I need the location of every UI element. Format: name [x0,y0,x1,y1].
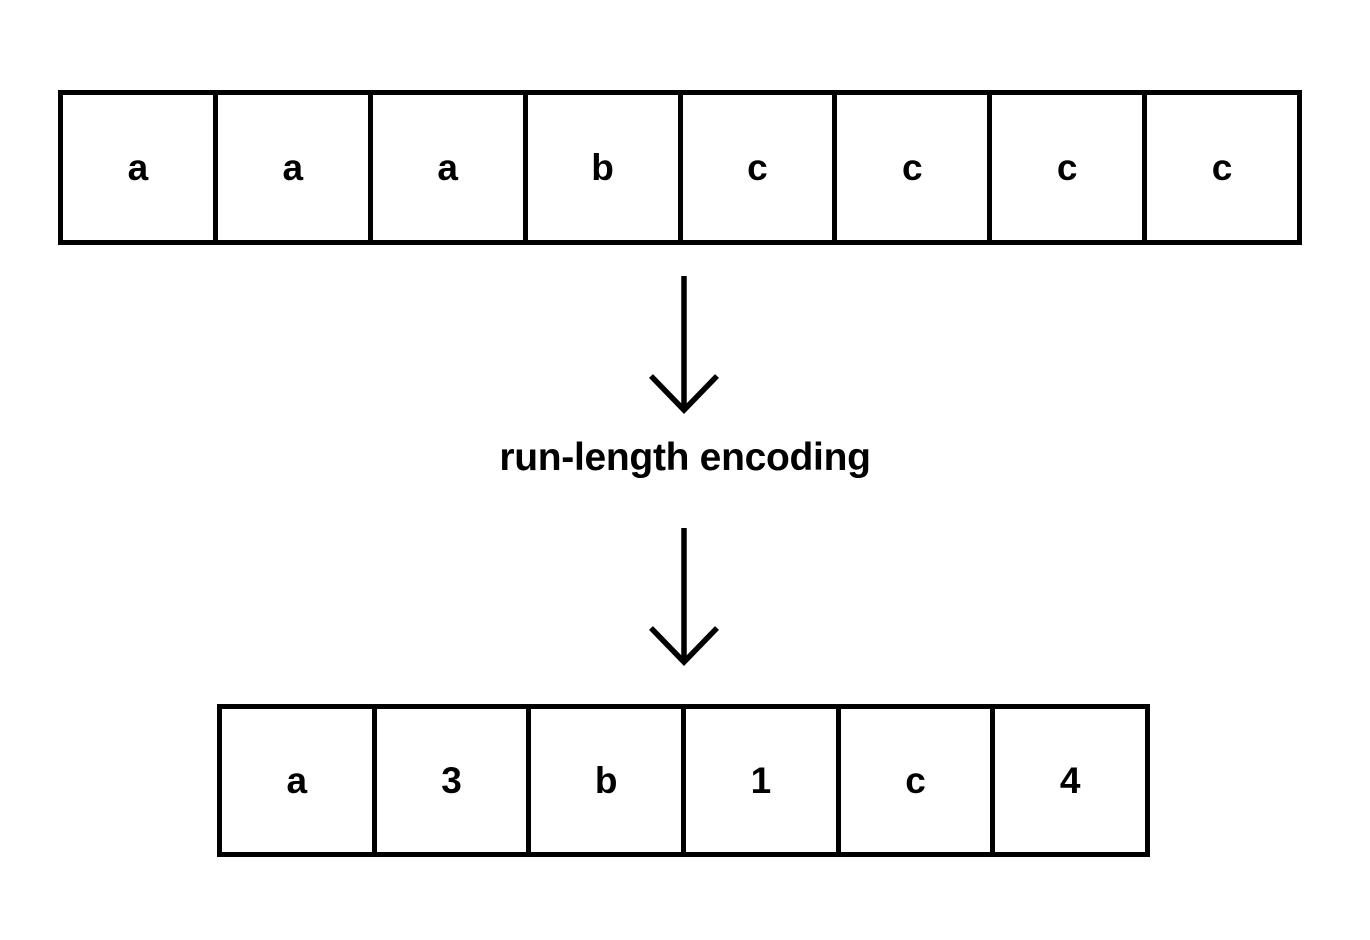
input-cell-label: a [127,147,149,188]
arrow-down-icon-top [633,274,735,414]
input-cell: a [212,90,373,245]
input-cell-label: a [437,147,458,188]
arrow-down-icon-bottom [633,526,735,666]
input-cell: b [522,90,683,245]
output-cell-label: a [286,760,308,801]
process-label: run-length encoding [499,436,871,479]
input-cell: c [832,90,993,245]
input-cell-label: c [902,147,923,188]
output-cell-label: 1 [750,760,772,801]
output-cell: a [217,704,377,857]
output-cell: b [526,704,687,857]
input-cell: a [58,90,218,245]
input-sequence-row: a a a b c c c c [58,90,1302,245]
input-cell-label: c [1056,147,1078,188]
output-cell: c [835,704,996,857]
output-cell: 1 [681,704,841,857]
input-cell-label: a [282,147,304,188]
input-cell-label: c [747,147,768,188]
input-cell: c [987,90,1148,245]
output-cell-label: 3 [441,760,462,801]
output-cell-label: 4 [1059,760,1081,801]
input-cell-label: c [1211,147,1233,188]
output-sequence-row: a 3 b 1 c 4 [217,704,1151,857]
output-cell: 3 [371,704,532,857]
output-cell-label: c [905,760,926,801]
output-cell: 4 [990,704,1151,857]
input-cell: c [1142,90,1302,245]
input-cell-label: b [591,147,614,188]
input-cell: a [367,90,528,245]
output-cell-label: b [594,760,618,801]
input-cell: c [677,90,838,245]
